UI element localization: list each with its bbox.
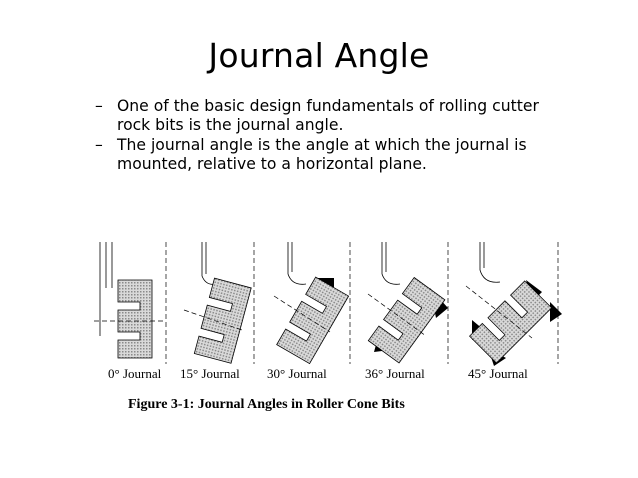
bullet-text: The journal angle is the angle at which … (117, 136, 527, 173)
bullet-text: One of the basic design fundamentals of … (117, 97, 539, 134)
slide-title: Journal Angle (208, 36, 430, 75)
journal-diagram (94, 242, 562, 366)
journal-angles-figure (92, 240, 572, 390)
label-36-journal: 36° Journal (365, 366, 425, 381)
bullet-item: – The journal angle is the angle at whic… (95, 136, 565, 174)
label-15-journal: 15° Journal (180, 366, 240, 381)
panel-30-journal (273, 242, 351, 365)
panel-45-journal (465, 242, 562, 366)
panel-15-journal (183, 242, 255, 364)
panel-0-journal (94, 242, 167, 364)
panel-36-journal (367, 242, 449, 364)
label-30-journal: 30° Journal (267, 366, 327, 381)
bullet-list: – One of the basic design fundamentals o… (95, 97, 565, 175)
label-45-journal: 45° Journal (468, 366, 528, 381)
figure-caption: Figure 3-1: Journal Angles in Roller Con… (128, 397, 405, 412)
bullet-marker: – (95, 136, 103, 154)
label-0-journal: 0° Journal (108, 366, 162, 381)
bullet-item: – One of the basic design fundamentals o… (95, 97, 565, 135)
bullet-marker: – (95, 97, 103, 115)
